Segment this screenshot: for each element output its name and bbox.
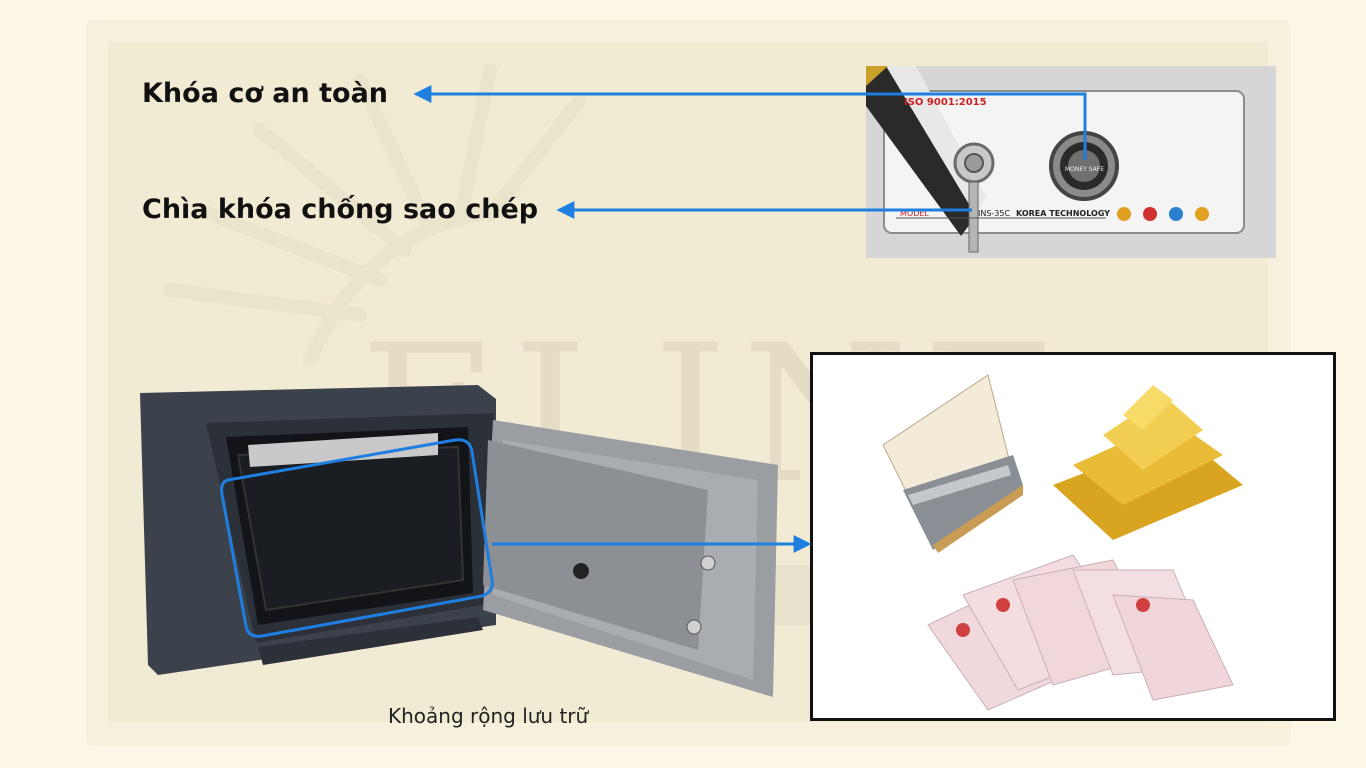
safe-photo — [140, 385, 778, 697]
model-label: MODEL — [900, 209, 929, 218]
valuables-box — [810, 352, 1336, 721]
lock-panel-photo: ISO 9001:2015 MONEY SAFE MODEL INS-35C K… — [866, 66, 1276, 258]
book-safe-image — [882, 374, 1023, 553]
brand-text: KOREA TECHNOLOGY — [1016, 209, 1111, 218]
mechanical-lock-label: Khóa cơ an toàn — [142, 78, 389, 109]
dial-text: MONEY SAFE — [1065, 166, 1105, 173]
storage-space-caption: Khoảng rộng lưu trữ — [388, 704, 589, 728]
model-code: INS-35C — [978, 209, 1011, 218]
gold-bars-image — [1053, 385, 1243, 540]
iso-text: ISO 9001:2015 — [904, 97, 987, 108]
anti-copy-key-label: Chìa khóa chống sao chép — [142, 194, 539, 225]
documents-image — [927, 554, 1234, 711]
